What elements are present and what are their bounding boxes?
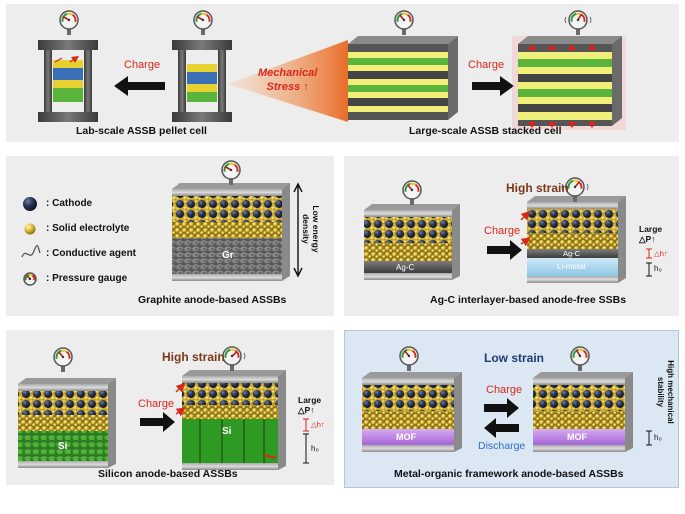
- mechanical-stress-label: Mechanical Stress ↑: [258, 67, 318, 93]
- caption-pellet-cell: Lab-scale ASSB pellet cell: [76, 125, 207, 137]
- caption-mof: Metal-organic framework anode-based ASSB…: [394, 468, 624, 480]
- pellet-cell-charged: [172, 40, 232, 122]
- mof-h0-bracket: [646, 430, 652, 446]
- pressure-gauge-icon: [218, 346, 246, 371]
- pellet-cell-discharged: [38, 40, 98, 122]
- caption-agc: Ag-C interlayer-based anode-free SSBs: [430, 294, 627, 306]
- legend-conductive-label: : Conductive agent: [46, 248, 137, 259]
- agc-dh-label: △h↑: [654, 249, 668, 258]
- legend-electrolyte-label: : Solid electrolyte: [46, 223, 130, 234]
- top-charge-right-label: Charge: [468, 59, 505, 71]
- mof-left-layer-label: MOF: [396, 432, 416, 442]
- pressure-gauge-icon: [561, 177, 589, 202]
- silicon-dh-bracket: [303, 418, 309, 432]
- mof-cell-right: [533, 372, 633, 452]
- electrolyte-sphere-icon: [24, 223, 36, 235]
- mof-charge-arrow: [484, 398, 519, 418]
- agc-large-dp-label: Large △P↑: [639, 224, 663, 244]
- silicon-right-anode-label: Si: [222, 426, 232, 437]
- charge-arrow-right: [472, 76, 514, 96]
- low-energy-density-label: Low energy density: [301, 205, 321, 253]
- silicon-charge-arrow: [140, 412, 175, 432]
- charge-arrow-left: [114, 76, 165, 96]
- pressure-gauge-icon: [193, 10, 213, 35]
- caption-stacked-cell: Large-scale ASSB stacked cell: [409, 125, 562, 137]
- caption-silicon: Silicon anode-based ASSBs: [98, 468, 238, 480]
- pressure-gauge-icon: [394, 10, 414, 35]
- mof-discharge-arrow: [484, 418, 519, 438]
- cathode-sphere-icon: [23, 197, 37, 211]
- mof-h0-label: h₀: [654, 433, 662, 442]
- mof-right-layer-label: MOF: [567, 432, 587, 442]
- pressure-gauge-icon: [399, 346, 419, 371]
- silicon-large-dp-label: Large △P↑: [298, 395, 322, 415]
- silicon-h0-label: h₀: [311, 444, 319, 453]
- conductive-agent-icon: [21, 244, 41, 258]
- silicon-cell-right: [175, 370, 286, 470]
- agc-right-layer-label: Ag-C: [563, 249, 581, 258]
- pressure-gauge-icon: [221, 160, 241, 185]
- graphite-cell: [172, 183, 290, 281]
- mof-cell-left: [362, 372, 462, 452]
- agc-charge-label: Charge: [484, 225, 521, 237]
- mof-charge-label: Charge: [486, 384, 523, 396]
- silicon-charge-label: Charge: [138, 398, 175, 410]
- pressure-gauge-icon: [402, 180, 422, 205]
- silicon-cell-left: [18, 378, 116, 468]
- stacked-cell-charged: [512, 36, 626, 130]
- graphite-anode-label: Gr: [222, 250, 234, 261]
- legend-cathode-label: : Cathode: [46, 198, 93, 209]
- energy-density-arrow: [293, 182, 303, 278]
- stacked-cell-discharged: [348, 36, 458, 120]
- top-charge-left-label: Charge: [124, 59, 161, 71]
- li-metal-label: Li-metal: [557, 262, 586, 271]
- silicon-title: High strain: [162, 350, 225, 364]
- mof-discharge-label: Discharge: [478, 440, 526, 452]
- mof-title: Low strain: [484, 351, 545, 365]
- agc-h0-bracket: [646, 262, 652, 277]
- pressure-gauge-icon: [23, 272, 37, 286]
- agc-cell-right: [520, 196, 626, 283]
- agc-left-layer-label: Ag-C: [396, 263, 415, 272]
- agc-dh-bracket: [646, 248, 652, 259]
- high-mechanical-stability-label: High mechanical stability: [656, 360, 675, 424]
- silicon-dh-label: △h↑: [311, 420, 325, 429]
- agc-h0-label: h₀: [654, 264, 662, 273]
- silicon-left-anode-label: Si: [58, 441, 68, 452]
- agc-title: High strain: [506, 181, 569, 195]
- pressure-gauge-icon: [59, 10, 79, 35]
- mechanical-stress-wedge: [228, 40, 348, 122]
- silicon-h0-bracket: [303, 433, 309, 464]
- pressure-gauge-icon: [570, 346, 590, 371]
- agc-cell-left: [364, 204, 460, 280]
- pressure-gauge-icon: [564, 10, 592, 35]
- caption-graphite: Graphite anode-based ASSBs: [138, 294, 287, 306]
- pressure-gauge-icon: [53, 347, 73, 372]
- legend-gauge-label: : Pressure gauge: [46, 273, 128, 284]
- agc-charge-arrow: [487, 240, 522, 260]
